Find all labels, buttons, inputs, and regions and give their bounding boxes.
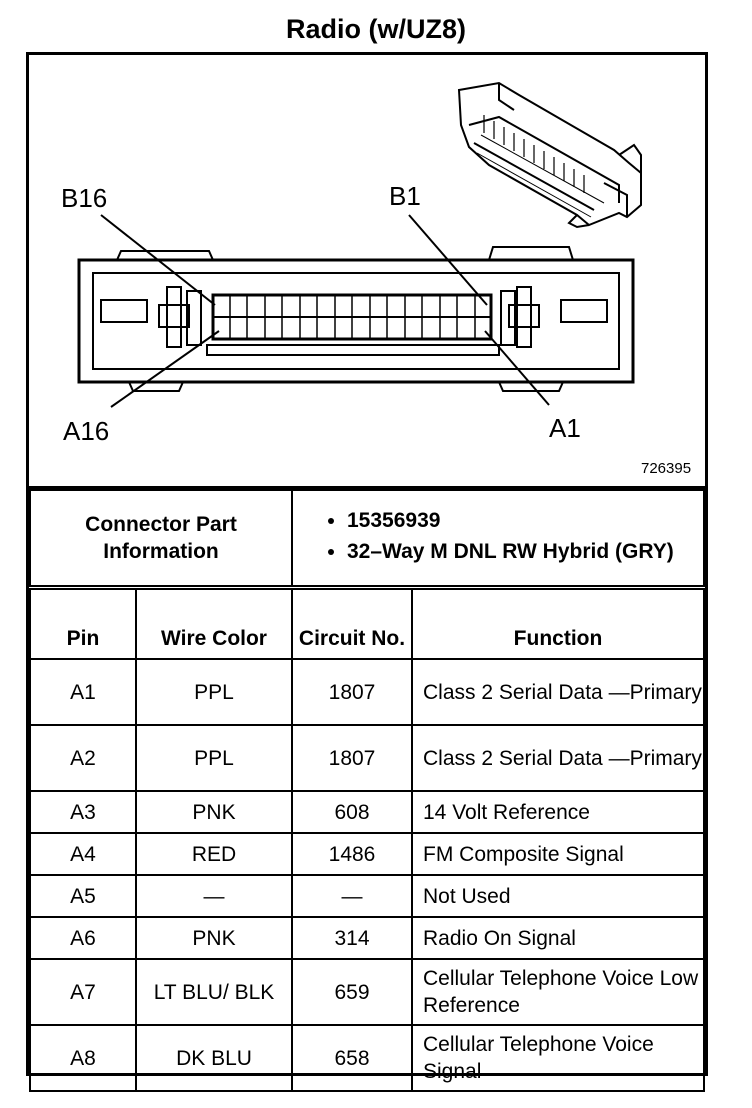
connector-3d-sketch xyxy=(457,81,642,229)
cell-wire: LT BLU/ BLK xyxy=(135,958,293,1026)
cell-wire: PNK xyxy=(135,790,293,834)
label-b1: B1 xyxy=(389,181,421,211)
cell-circuit: 1807 xyxy=(291,724,413,792)
cell-circuit: 658 xyxy=(291,1024,413,1092)
table-row: A3 PNK 608 14 Volt Reference xyxy=(29,790,705,834)
table-header-row: Pin Wire Color Circuit No. Function xyxy=(29,588,705,660)
header-circuit: Circuit No. xyxy=(291,588,413,660)
header-pin: Pin xyxy=(29,588,137,660)
cell-circuit: 608 xyxy=(291,790,413,834)
label-b16: B16 xyxy=(61,183,107,213)
cell-circuit: 1807 xyxy=(291,658,413,726)
connector-info-list: 15356939 32–Way M DNL RW Hybrid (GRY) xyxy=(291,489,705,587)
connector-info-label: Connector Part Information xyxy=(29,489,293,587)
part-number: 15356939 xyxy=(347,507,703,534)
cell-function: FM Composite Signal xyxy=(411,832,705,876)
table-row: A6 PNK 314 Radio On Signal xyxy=(29,916,705,960)
cell-wire: DK BLU xyxy=(135,1024,293,1092)
leader-lines xyxy=(100,214,550,408)
cell-wire: RED xyxy=(135,832,293,876)
pin-table: Pin Wire Color Circuit No. Function A1 P… xyxy=(29,588,705,1092)
cell-function: Class 2 Serial Data —Primary xyxy=(411,658,705,726)
cell-circuit: 659 xyxy=(291,958,413,1026)
cell-pin: A6 xyxy=(29,916,137,960)
cell-pin: A5 xyxy=(29,874,137,918)
cell-pin: A1 xyxy=(29,658,137,726)
cell-circuit: — xyxy=(291,874,413,918)
table-row: A7 LT BLU/ BLK 659 Cellular Telephone Vo… xyxy=(29,958,705,1026)
cell-circuit: 314 xyxy=(291,916,413,960)
connector-face xyxy=(77,246,635,392)
cell-function: Not Used xyxy=(411,874,705,918)
header-wire-color: Wire Color xyxy=(135,588,293,660)
cell-pin: A4 xyxy=(29,832,137,876)
connector-description: 32–Way M DNL RW Hybrid (GRY) xyxy=(347,538,703,565)
cell-function: Cellular Telephone Voice Low Reference xyxy=(411,958,705,1026)
cell-function: Radio On Signal xyxy=(411,916,705,960)
table-row: A5 — — Not Used xyxy=(29,874,705,918)
section-divider xyxy=(26,486,708,489)
table-row: A2 PPL 1807 Class 2 Serial Data —Primary xyxy=(29,724,705,792)
connector-diagram: B16 B1 A16 A1 726395 xyxy=(29,55,705,487)
cell-wire: — xyxy=(135,874,293,918)
label-a16: A16 xyxy=(63,416,109,446)
cell-wire: PPL xyxy=(135,658,293,726)
cell-function: Cellular Telephone Voice Signal xyxy=(411,1024,705,1092)
figure-number: 726395 xyxy=(641,460,691,477)
table-row: A1 PPL 1807 Class 2 Serial Data —Primary xyxy=(29,658,705,726)
cell-wire: PPL xyxy=(135,724,293,792)
cell-circuit: 1486 xyxy=(291,832,413,876)
page-title: Radio (w/UZ8) xyxy=(286,14,466,44)
cell-function: Class 2 Serial Data —Primary xyxy=(411,724,705,792)
table-row: A8 DK BLU 658 Cellular Telephone Voice S… xyxy=(29,1024,705,1092)
cell-wire: PNK xyxy=(135,916,293,960)
cell-pin: A3 xyxy=(29,790,137,834)
header-function: Function xyxy=(411,588,705,660)
cell-function: 14 Volt Reference xyxy=(411,790,705,834)
table-row: A4 RED 1486 FM Composite Signal xyxy=(29,832,705,876)
connector-info-table: Connector Part Information 15356939 32–W… xyxy=(29,489,705,587)
cell-pin: A7 xyxy=(29,958,137,1026)
label-a1: A1 xyxy=(549,413,581,443)
cell-pin: A2 xyxy=(29,724,137,792)
cell-pin: A8 xyxy=(29,1024,137,1092)
